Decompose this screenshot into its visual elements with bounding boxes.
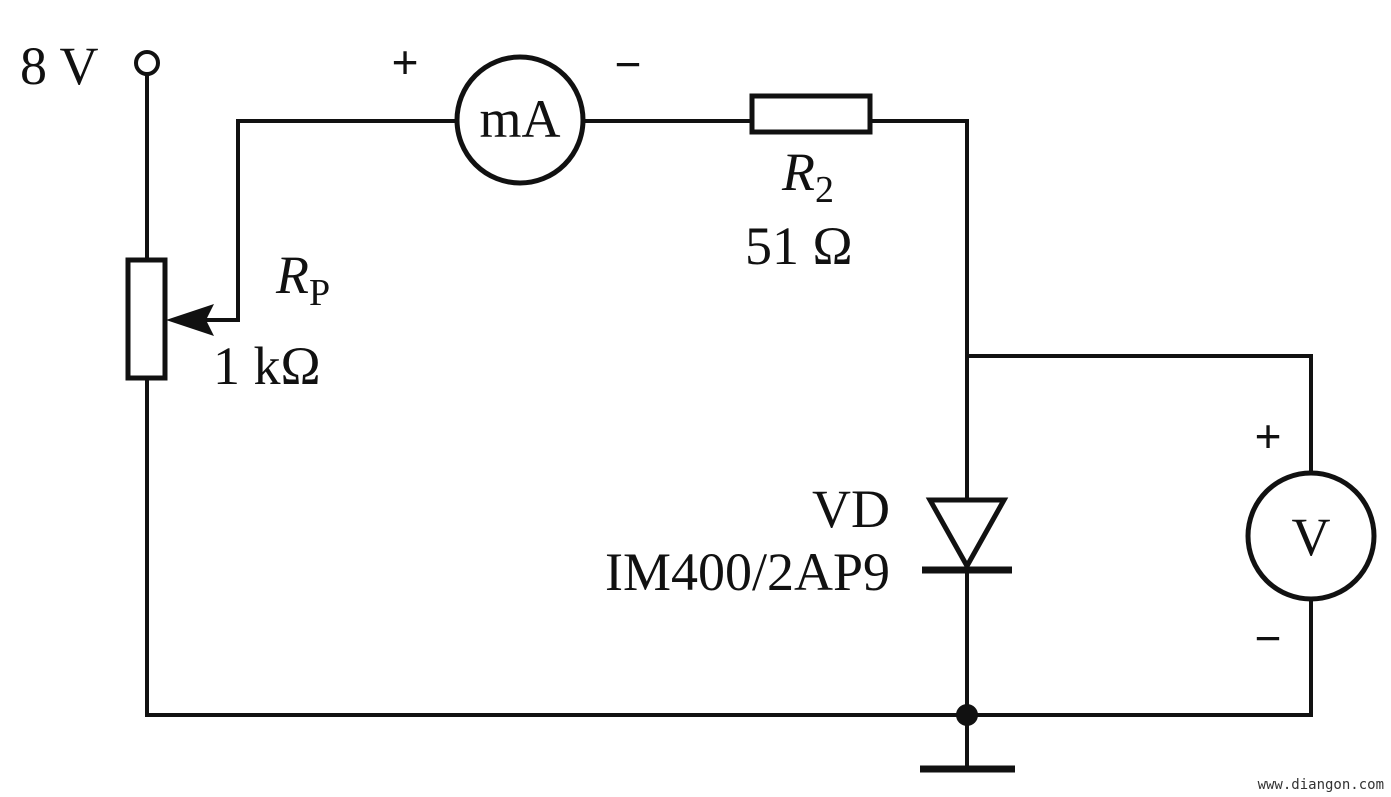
junction-dot	[956, 704, 978, 726]
diode-part: IM400/2AP9	[605, 542, 890, 602]
potentiometer-label: RP	[275, 245, 330, 314]
diode-triangle	[925, 497, 1009, 572]
resistor-r2-body	[749, 93, 873, 135]
voltmeter-minus: −	[1255, 612, 1282, 664]
watermark: www.diangon.com	[1258, 777, 1384, 793]
supply-label: 8 V	[20, 36, 99, 96]
milliammeter-body	[454, 54, 586, 186]
resistor-r2-label: R2	[781, 142, 834, 211]
milliammeter-plus: +	[392, 36, 419, 88]
wire-to-voltmeter-top	[965, 354, 1313, 472]
voltmeter-plus: +	[1255, 410, 1282, 462]
supply-terminal	[134, 50, 160, 76]
potentiometer-value: 1 kΩ	[213, 336, 321, 396]
potentiometer-body	[125, 257, 168, 381]
wire-r2-to-diode	[868, 119, 969, 502]
voltmeter-body	[1245, 470, 1377, 602]
milliammeter-minus: −	[615, 38, 642, 90]
wires	[145, 74, 1313, 772]
potentiometer-wiper-arrow	[166, 304, 214, 336]
milliammeter-symbol: mA	[480, 89, 561, 149]
wire-wiper-to-ammeter	[236, 119, 457, 322]
resistor-r2-value: 51 Ω	[745, 216, 853, 276]
diode-name: VD	[812, 479, 890, 539]
voltmeter-symbol: V	[1292, 507, 1331, 567]
